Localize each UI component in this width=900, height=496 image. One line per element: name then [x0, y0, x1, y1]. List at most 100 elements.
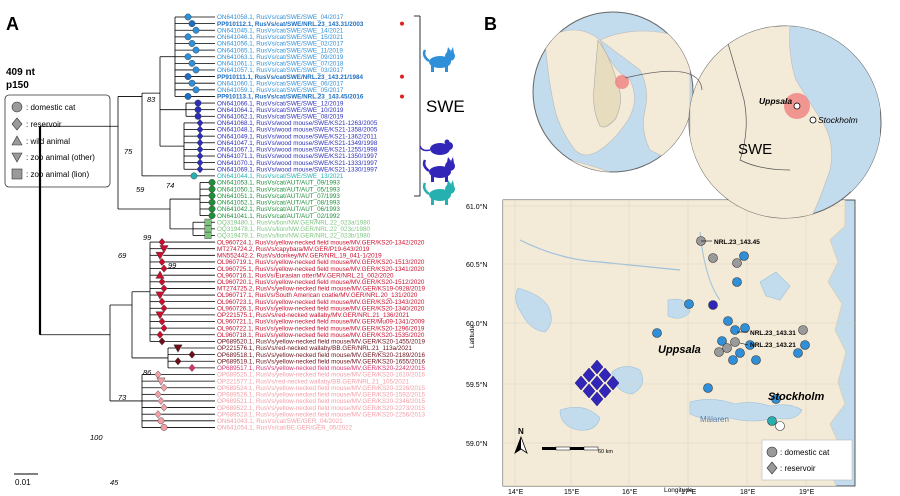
legend-circle-icon [11, 101, 23, 113]
map-point-cat [800, 340, 810, 350]
leaf-label: ON641052.1, RusVs/cat/AUT/AUT_08/1993 [217, 200, 340, 207]
leaf-label: OP221575.1, RusVs/red-necked wallaby/MV.… [217, 312, 410, 319]
leaf-label: OP689519.1, RusVs/yellow-necked field mo… [217, 358, 426, 365]
inset-connector [624, 70, 703, 91]
tip-symbol [160, 383, 168, 392]
map-scale-bar: 60 km [542, 446, 613, 455]
leaf-label: PP910113.1, RusVs/cat/SWE/NRL.23_143.45/… [217, 94, 364, 101]
bootstrap-value: 86 [143, 368, 152, 377]
leaf-label: ON641069.1, RusVs/wood mouse/SWE/KS21-13… [217, 166, 378, 173]
y-axis-label: Latitude [469, 324, 476, 348]
tree-legend: : domestic cat : reservoir : wild animal… [4, 94, 111, 188]
leaf-label: OP689523.1, RusVs/yellow-necked field mo… [217, 411, 426, 418]
leaf-label: MT274725.2, RusVs/yellow-necked field mo… [217, 286, 426, 293]
tip-symbol [192, 46, 200, 54]
leaf-label: ON641060.1, RusVs/cat/SWE/SWE_06/2017 [217, 80, 344, 87]
leaf-label: OL960723.1, RusVs/yellow-necked field mo… [217, 299, 425, 306]
lon-tick: 16°E [622, 488, 638, 496]
lon-tick: 17°E [681, 488, 697, 496]
leaf-label: OQ319479.1, RusVs/lion/NW.GER/NRL.22_023… [217, 233, 371, 240]
tip-symbol [154, 370, 162, 379]
map-point-reservoir [574, 375, 588, 391]
map-point-cat [708, 300, 718, 310]
alignment-length: 409 nt [6, 67, 36, 78]
tip-symbol [173, 344, 183, 353]
leaf-label: PP910111.1, RusVs/cat/SWE/NRL.23_143.21/… [217, 74, 363, 81]
tip-symbol [160, 264, 168, 273]
map-point-cat [740, 323, 750, 333]
tip-symbol [196, 165, 204, 174]
map-point-cat [732, 258, 742, 268]
tip-symbol [208, 198, 216, 206]
tip-symbol [196, 132, 204, 141]
leaf-label: OL960722.1, RusVs/yellow-necked field mo… [217, 325, 425, 332]
map-point-reservoir [590, 375, 604, 391]
reservoir-points [574, 359, 620, 407]
leaf-label: ON641061.1, RusVs/cat/SWE/SWE_07/2018 [217, 61, 344, 68]
panel-a-letter: A [6, 14, 19, 34]
leaf-label: OP221577.1, RusVs/red-necked wallaby/BB.… [217, 378, 409, 385]
leaf-label: ON641071.1, RusVs/wood mouse/SWE/KS21-13… [217, 153, 378, 160]
main-map: 61.0°N 60.5°N 60.0°N 59.5°N 59.0°N 14°E … [466, 199, 856, 496]
leaf-label: OQ319478.1, RusVs/lion/NW.GER/NRL.22_023… [217, 226, 370, 233]
map-point-reservoir [606, 375, 620, 391]
map-point-cat [730, 337, 740, 347]
cat-points [652, 236, 810, 431]
bootstrap-value: 75 [124, 147, 133, 156]
tip-symbol [194, 99, 202, 107]
tip-symbol [192, 26, 200, 34]
tip-symbol [196, 158, 204, 167]
tip-symbol [188, 59, 196, 67]
site-label-nrl-45: NRL.23_143.45 [714, 239, 760, 246]
tip-symbol [196, 125, 204, 134]
leaf-label: OQ319480.1, RusVs/lion/NW.GER/NRL.22_023… [217, 219, 371, 226]
leaf-label: OP689517.1, RusVs/yellow-necked field mo… [217, 365, 426, 372]
tip-symbol [155, 251, 165, 260]
leaf-label: ON641045.1, RusVs/cat/SWE/SWE_14/2021 [217, 27, 344, 34]
leaf-label: ON641056.1, RusVs/cat/SWE/SWE_02/2017 [217, 41, 344, 48]
bootstrap-value: 69 [118, 251, 127, 260]
gene-label: p150 [6, 80, 29, 91]
tip-symbol [155, 311, 165, 320]
leaf-label: ON641049.1, RusVs/wood mouse/SWE/KS21-13… [217, 133, 377, 140]
legend-diamond-icon [11, 117, 23, 131]
new-sequence-marker-icon [400, 74, 404, 79]
tip-symbol [174, 357, 182, 366]
map-point-reservoir [598, 383, 612, 399]
tip-symbol [204, 218, 212, 226]
lon-tick: 14°E [508, 488, 524, 496]
tip-symbol [188, 79, 196, 87]
inset-map-scandinavia [532, 11, 694, 173]
leaf-label: OP689525.1, RusVs/yellow-necked field mo… [217, 372, 426, 379]
leaf-label: ON641053.1, RusVs/cat/AUT/AUT_09/1993 [217, 180, 340, 187]
map-point-reservoir [590, 359, 604, 375]
tip-symbol [155, 291, 165, 300]
mouse-icon-purple [419, 139, 453, 155]
leaf-label: OP689524.1, RusVs/yellow-necked field mo… [217, 385, 426, 392]
leaf-label: OL960718.1, RusVs/yellow-necked field mo… [217, 332, 425, 339]
leaf-label: ON641070.1, RusVs/wood mouse/SWE/KS21-13… [217, 160, 378, 167]
leaf-label: ON641057.1, RusVs/cat/SWE/SWE_03/2017 [217, 67, 344, 74]
lat-tick: 60.0°N [466, 320, 487, 328]
leaf-label: ON641062.1, RusVs/cat/SWE/SWE_08/2019 [217, 114, 344, 121]
legend-label: : reservoir [26, 120, 62, 129]
bootstrap-value: 74 [166, 181, 174, 190]
leaf-label: OL960716.1, RusVs/Eurasian otter/MV.GER/… [217, 272, 394, 279]
tip-symbol [154, 390, 162, 399]
tip-symbol [158, 317, 166, 326]
bootstrap-value: 83 [147, 95, 156, 104]
lon-tick: 19°E [799, 488, 815, 496]
tip-symbol [157, 396, 165, 405]
leaf-label: OP689518.1, RusVs/yellow-necked field mo… [217, 352, 426, 359]
legend-label: : zoo animal (other) [26, 153, 95, 162]
leaf-label: OP689520.1, RusVs/yellow-necked field mo… [217, 339, 426, 346]
map-city-uppsala: Uppsala [658, 344, 701, 356]
lat-tick: 61.0°N [466, 203, 487, 211]
new-sequence-marker-icon [400, 21, 404, 26]
panel-b-letter: B [484, 14, 497, 34]
tip-symbol [196, 152, 204, 161]
map-point-reservoir [598, 367, 612, 383]
legend-triangle-up-icon [11, 135, 23, 146]
leaf-label: ON641041.1, RusVs/cat/AUT/AUT_02/1992 [217, 213, 340, 220]
lat-tick: 59.0°N [466, 440, 487, 448]
